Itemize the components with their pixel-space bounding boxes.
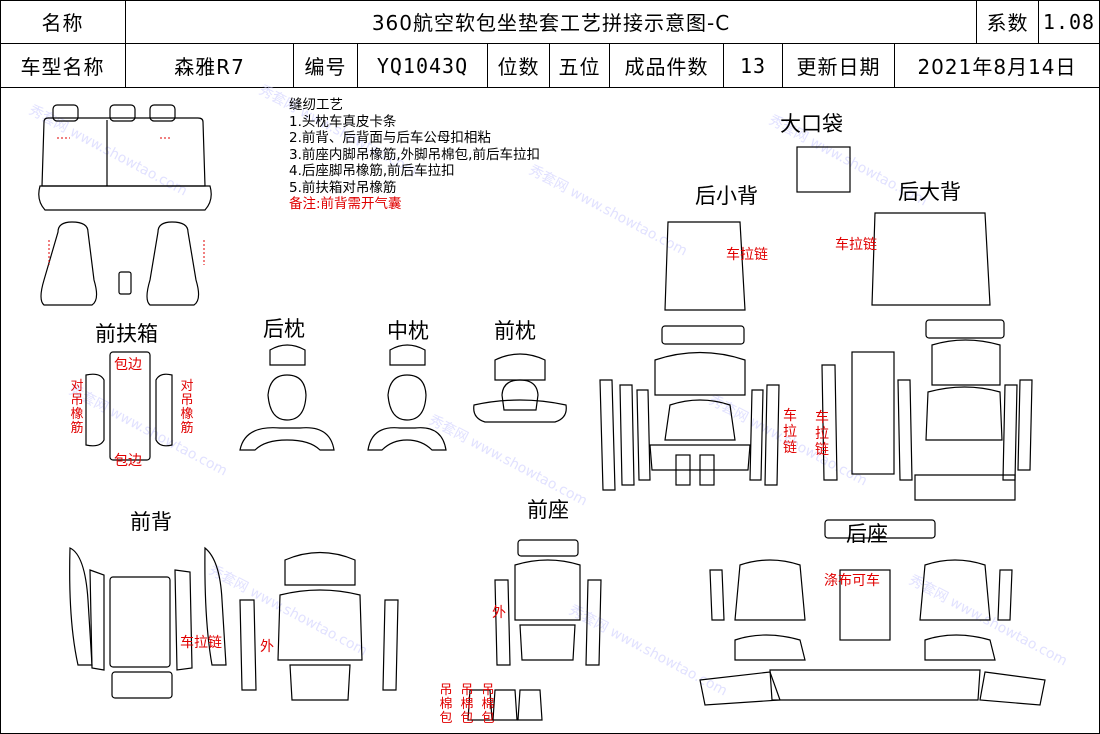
seats-label: 位数 [488, 44, 550, 88]
note-outer-front-back: 外 [260, 639, 274, 655]
notes-line: 2.前背、后背面与后车公母扣相粘 [289, 130, 491, 146]
front-armrest-pieces [85, 351, 173, 461]
label-front-seat: 前座 [527, 498, 569, 522]
note-zipper-front-back: 车拉链 [180, 635, 222, 651]
note-zipper-big-back: 车拉链 [835, 237, 877, 253]
code-label: 编号 [294, 44, 358, 88]
label-rear-small-back: 后小背 [695, 184, 758, 208]
front-seat-pieces [467, 539, 602, 721]
rear-headrest-pieces [239, 344, 335, 451]
notes-remark: 备注:前背需开气囊 [289, 196, 402, 212]
pieces-value: 13 [724, 44, 783, 88]
label-mid-headrest: 中枕 [387, 319, 429, 343]
mid-headrest-pieces [367, 344, 447, 451]
note-fabric: 涤布可车 [824, 573, 880, 589]
note-pad-2: 吊棉包 [460, 683, 474, 726]
note-wrap-edge-top: 包边 [114, 357, 142, 373]
sewing-notes: 缝纫工艺 1.头枕车真皮卡条 2.前背、后背面与后车公母扣相粘 3.前座内脚吊橡… [289, 97, 540, 213]
date-label: 更新日期 [783, 44, 895, 88]
seats-value: 五位 [550, 44, 610, 88]
seam-marks [48, 137, 205, 265]
name-label: 名称 [0, 0, 126, 44]
note-elastic-right: 对吊橡筋 [180, 379, 194, 436]
seat-overview-figure [38, 104, 212, 306]
label-rear-headrest: 后枕 [263, 317, 305, 341]
note-pad-3: 吊棉包 [481, 683, 495, 726]
note-outer-front-seat: 外 [492, 605, 506, 621]
date-value: 2021年8月14日 [895, 44, 1100, 88]
notes-title: 缝纫工艺 [289, 97, 343, 113]
label-front-armrest: 前扶箱 [95, 322, 158, 346]
notes-line: 1.头枕车真皮卡条 [289, 113, 397, 130]
big-pocket-piece [796, 146, 851, 193]
note-zipper-vertical-b: 车拉链 [815, 410, 829, 458]
front-headrest-pieces [473, 353, 567, 423]
pieces-label: 成品件数 [610, 44, 724, 88]
rear-small-back-pieces [599, 221, 780, 491]
coef-label: 系数 [977, 0, 1039, 44]
note-zipper-small-back: 车拉链 [726, 247, 768, 263]
label-front-headrest: 前枕 [494, 319, 536, 343]
label-rear-big-back: 后大背 [898, 180, 961, 204]
label-rear-seat: 后座 [846, 522, 888, 546]
model-value: 森雅R7 [126, 44, 294, 88]
note-wrap-edge-bottom: 包边 [114, 453, 142, 469]
label-big-pocket: 大口袋 [780, 112, 843, 136]
note-zipper-vertical-a: 车拉链 [783, 408, 797, 456]
notes-line: 4.后座脚吊橡筋,前后车拉扣 [289, 163, 455, 179]
notes-line: 5.前扶箱对吊橡筋 [289, 179, 397, 196]
label-front-back: 前背 [130, 510, 172, 534]
notes-line: 3.前座内脚吊橡筋,外脚吊棉包,前后车拉扣 [289, 146, 540, 163]
front-back-pieces [69, 546, 399, 701]
sheet-title: 360航空软包坐垫套工艺拼接示意图-C [126, 0, 977, 44]
note-elastic-left: 对吊橡筋 [70, 379, 84, 436]
note-pad-1: 吊棉包 [439, 683, 453, 726]
rear-seat-pieces [699, 519, 1046, 706]
code-value: YQ1043Q [358, 44, 488, 88]
rear-big-back-pieces [821, 212, 1033, 501]
model-label: 车型名称 [0, 44, 126, 88]
